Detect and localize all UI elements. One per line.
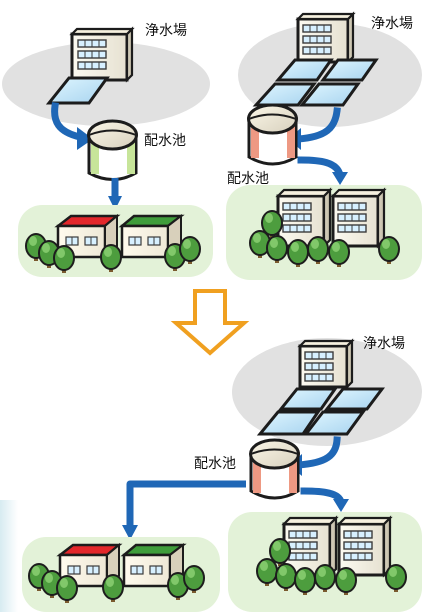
plant-label-top-left: 浄水場	[145, 23, 187, 39]
reservoir-icon	[249, 438, 300, 500]
flow-arrow-head-icon	[332, 172, 348, 185]
plant-building-icon	[297, 338, 355, 390]
house-red-icon	[56, 542, 123, 589]
flow-arrow-head-icon	[108, 196, 122, 210]
reservoir-label-top-left: 配水池	[144, 133, 186, 149]
plant-label-bottom: 浄水場	[363, 336, 405, 352]
top-left-system	[2, 26, 213, 277]
apartment-buildings-icon	[281, 515, 393, 578]
transition-down-arrow-icon	[170, 289, 250, 356]
flow-arrow-head-icon	[77, 127, 93, 150]
plant-label-top-right: 浄水場	[371, 16, 413, 32]
reservoir-icon	[247, 103, 298, 166]
filter-basins-icon	[256, 387, 385, 436]
bottom-system	[22, 338, 422, 612]
reservoir-label-bottom: 配水池	[194, 456, 236, 472]
apartment-buildings-icon	[275, 187, 387, 249]
filter-basin-icon	[45, 76, 110, 105]
flow-arrow-icon	[51, 102, 85, 142]
filter-basins-icon	[252, 58, 379, 107]
reservoir-label-top-right: 配水池	[227, 171, 269, 187]
flow-arrow-icon	[294, 107, 341, 143]
left-edge-tint	[0, 500, 18, 612]
flow-arrow-long-icon	[126, 480, 246, 528]
plant-building-icon	[69, 26, 135, 83]
flow-arrow-icon	[294, 436, 341, 469]
flow-arrow-head-icon	[333, 499, 349, 512]
plant-building-icon	[295, 11, 356, 65]
flow-arrow-head-icon	[122, 525, 138, 540]
top-right-system	[226, 11, 422, 280]
reservoir-icon	[87, 119, 138, 181]
